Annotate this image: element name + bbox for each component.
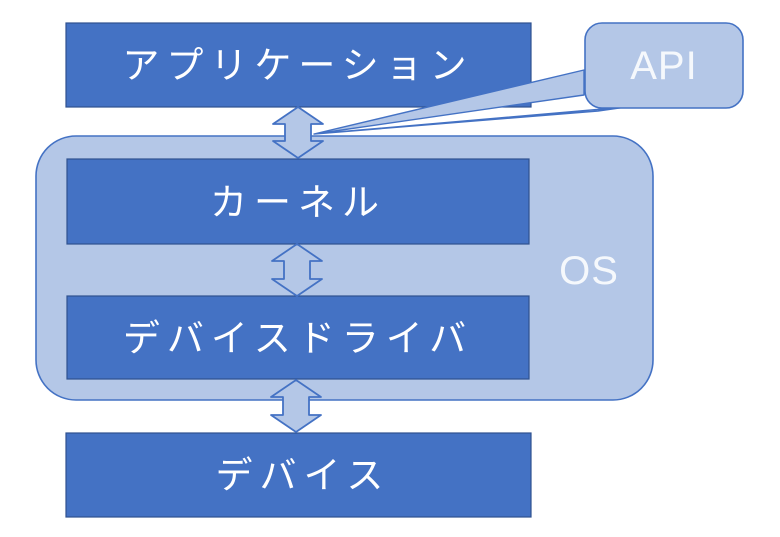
device-driver-box bbox=[66, 295, 530, 380]
api-callout bbox=[584, 22, 744, 109]
kernel-label: カーネル bbox=[210, 182, 386, 223]
driver-device-connector bbox=[270, 379, 322, 433]
os-label: OS bbox=[559, 249, 619, 293]
kernel-driver-connector bbox=[271, 243, 323, 297]
device-label: デバイス bbox=[216, 455, 391, 496]
device-box bbox=[65, 432, 532, 518]
device-driver-label: デバイスドライバ bbox=[123, 318, 473, 359]
api-callout-tail bbox=[313, 69, 627, 135]
kernel-box bbox=[66, 158, 530, 245]
application-label: アプリケーション bbox=[122, 45, 473, 86]
application-kernel-connector bbox=[272, 106, 324, 159]
application-box bbox=[65, 22, 532, 108]
api-label: API bbox=[630, 44, 697, 88]
